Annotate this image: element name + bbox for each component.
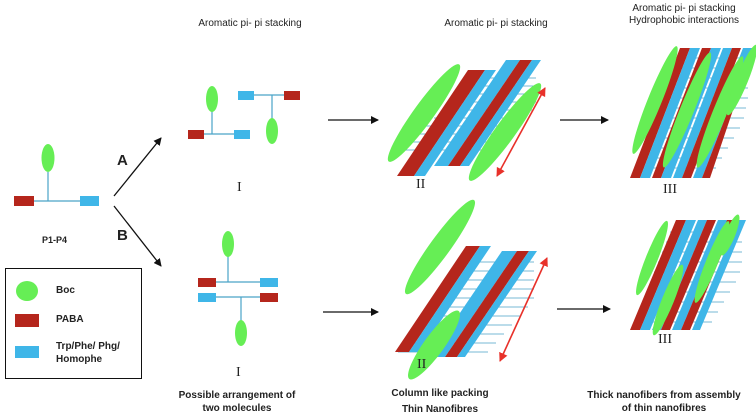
red-double-arrow-top xyxy=(496,87,546,177)
caption-col4-line1: Thick nanofibers from assembly xyxy=(587,390,741,401)
legend-item-paba: PABA xyxy=(6,311,141,331)
thick-fibre-a xyxy=(630,44,756,178)
dimer-b xyxy=(198,231,278,346)
monomer-paba xyxy=(14,196,34,206)
stage-iii-top: III xyxy=(663,182,677,197)
legend-paba-label: PABA xyxy=(56,314,84,325)
heading-col4-line1: Aromatic pi- pi stacking xyxy=(632,3,736,14)
legend-amino-label-line1: Trp/Phe/ Phg/ xyxy=(56,341,120,352)
column-b xyxy=(395,199,548,380)
monomer xyxy=(14,144,99,206)
legend-boc-label: Boc xyxy=(56,285,75,296)
monomer-boc xyxy=(41,144,55,172)
legend-amino-swatch xyxy=(15,346,39,358)
legend-item-boc: Boc xyxy=(6,279,141,303)
monomer-label: P1-P4 xyxy=(42,235,68,245)
legend-item-amino: Trp/Phe/ Phg/ Homophe xyxy=(6,341,141,371)
stage-iii-bottom: III xyxy=(658,332,672,347)
legend: Boc PABA Trp/Phe/ Phg/ Homophe xyxy=(5,268,142,379)
legend-amino-label-line2: Homophe xyxy=(56,354,103,365)
caption-col4-line2: of thin nanofibres xyxy=(621,403,707,414)
heading-col2: Aromatic pi- pi stacking xyxy=(198,18,302,29)
stage-ii-top: II xyxy=(416,177,426,192)
caption-col2-line1: Possible arrangement of xyxy=(178,390,296,401)
heading-col3: Aromatic pi- pi stacking xyxy=(444,18,548,29)
thick-fibre-b xyxy=(630,214,746,336)
monomer-amino xyxy=(80,196,99,206)
route-a-label: A xyxy=(117,152,128,169)
caption-col3-line1: Column like packing xyxy=(391,388,489,399)
stage-i-bottom: I xyxy=(236,365,241,380)
stage-i-top: I xyxy=(237,180,242,195)
route-b-label: B xyxy=(117,227,128,244)
route-b-arrow xyxy=(113,205,162,267)
dimer-a xyxy=(188,86,300,144)
caption-col3-line2: Thin Nanofibres xyxy=(401,404,479,415)
legend-paba-swatch xyxy=(15,314,39,327)
caption-col2-line2: two molecules xyxy=(202,403,272,414)
route-a-arrow xyxy=(113,137,162,197)
red-double-arrow-bottom xyxy=(499,257,548,362)
stage-ii-bottom: II xyxy=(417,357,427,372)
heading-col4-line2: Hydrophobic interactions xyxy=(628,15,740,26)
column-a xyxy=(387,60,546,181)
legend-boc-swatch xyxy=(16,281,38,301)
